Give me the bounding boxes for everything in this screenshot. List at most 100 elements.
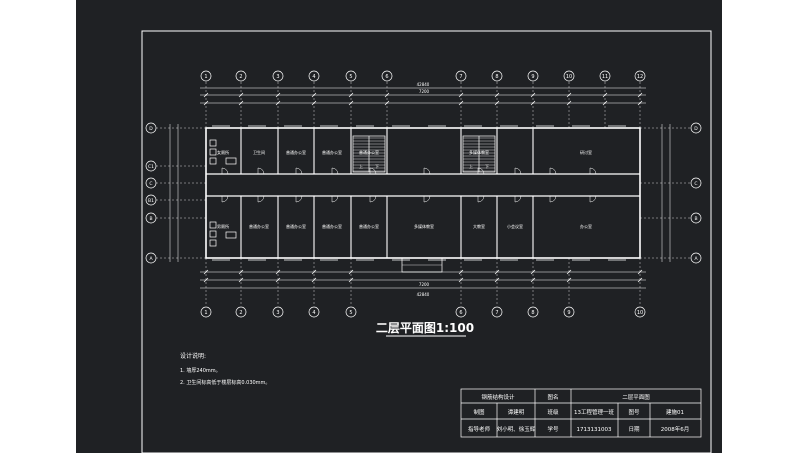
dim-tick-top — [238, 92, 244, 98]
dim-tick-bottom — [238, 269, 244, 275]
axis-bubble-top — [491, 70, 503, 82]
dim-tick-top — [566, 100, 572, 106]
door-swing-lower — [221, 195, 229, 203]
tb-r2-3: 班级 — [547, 408, 559, 416]
axis-bubble-top — [599, 70, 611, 82]
room-label-lower: 办公室 — [580, 223, 592, 229]
toilet-fixture — [209, 230, 217, 238]
tb-r2-2: 谭建明 — [508, 408, 525, 416]
axis-label-bottom: 10 — [637, 310, 643, 316]
dim-tick-bottom — [566, 269, 572, 275]
tb-r3-6: 2008年6月 — [661, 425, 690, 433]
axis-label-top: 11 — [602, 74, 608, 80]
stair-label-up: 上 — [469, 163, 473, 169]
axis-bubble-bottom — [634, 306, 646, 318]
axis-label-left: B — [149, 216, 152, 222]
door-swing-lower — [589, 195, 597, 203]
dim-tick-bottom — [238, 277, 244, 283]
note-1: 1. 墙厚240mm。 — [180, 367, 221, 374]
door-swing-upper — [331, 167, 339, 175]
axis-bubble-top — [200, 70, 212, 82]
dim-tick-top — [530, 100, 536, 106]
dim-tick-top — [384, 100, 390, 106]
dim-tick-bottom — [311, 269, 317, 275]
tb-r3-1: 指导老师 — [468, 425, 491, 433]
axis-label-left: C — [149, 181, 152, 187]
dim-tick-bottom — [348, 277, 354, 283]
tb-r2-4: 13工程管理一班 — [574, 408, 614, 416]
axis-label-top: 7 — [459, 74, 462, 80]
axis-bubble-top — [527, 70, 539, 82]
toilet-fixture — [209, 139, 217, 147]
axis-label-top: 4 — [312, 74, 315, 80]
axis-bubble-bottom — [491, 306, 503, 318]
tb-r3-4: 1713131003 — [577, 427, 612, 433]
axis-bubble-bottom — [563, 306, 575, 318]
dim-tick-bottom — [494, 269, 500, 275]
room-label-lower: 普通办公室 — [249, 223, 269, 229]
axis-bubble-right — [690, 122, 702, 134]
axis-bubble-bottom — [235, 306, 247, 318]
axis-label-left: A — [149, 256, 153, 262]
door-swing-upper — [221, 167, 229, 175]
door-swing-upper — [589, 167, 597, 175]
axis-bubble-right — [690, 252, 702, 264]
dim-tick-bottom — [494, 277, 500, 283]
axis-label-left: D — [149, 126, 153, 132]
axis-label-bottom: 1 — [204, 310, 207, 316]
dim-tick-bottom — [203, 269, 209, 275]
axis-label-left: C1 — [148, 164, 154, 170]
axis-label-top: 8 — [495, 74, 498, 80]
axis-bubble-top — [563, 70, 575, 82]
dim-tick-top — [275, 92, 281, 98]
dim-tick-bottom — [458, 277, 464, 283]
door-swing-lower — [257, 195, 265, 203]
toilet-fixture — [209, 148, 217, 156]
drawing-frame — [141, 30, 712, 453]
stair-label-down: 下 — [375, 164, 379, 169]
room-label-lower: 大教室 — [473, 223, 485, 229]
door-swing-lower — [423, 195, 431, 203]
door-swing-upper — [477, 167, 485, 175]
axis-label-top: 2 — [239, 74, 242, 80]
dim-tick-bottom — [275, 269, 281, 275]
dim-tick-bottom — [566, 277, 572, 283]
door-swing-lower — [369, 195, 377, 203]
axis-label-right: A — [694, 256, 698, 262]
room-label-upper: 多媒体教室 — [469, 149, 489, 155]
dim-tick-bottom — [637, 269, 643, 275]
axis-bubble-top — [455, 70, 467, 82]
stair-label-up: 上 — [359, 163, 363, 169]
dim-tick-top — [311, 100, 317, 106]
dim-tick-top — [311, 92, 317, 98]
dim-tick-bottom — [311, 277, 317, 283]
tb-name-label: 图名 — [547, 393, 558, 401]
dim-tick-top — [637, 92, 643, 98]
axis-bubble-bottom — [345, 306, 357, 318]
dim-tick-bottom — [458, 269, 464, 275]
dim-tick-top — [494, 92, 500, 98]
dim-tick-bottom — [348, 269, 354, 275]
axis-bubble-bottom — [308, 306, 320, 318]
dim-tick-top — [203, 100, 209, 106]
door-swing-upper — [423, 167, 431, 175]
room-label-upper: 女厕所 — [217, 149, 229, 155]
dim-tick-top — [238, 100, 244, 106]
axis-label-bottom: 7 — [495, 310, 498, 316]
axis-label-bottom: 2 — [239, 310, 242, 316]
overall-dim-bottom: 42840 — [417, 292, 430, 297]
axis-label-top: 1 — [204, 74, 207, 80]
axis-bubble-bottom — [455, 306, 467, 318]
room-label-lower: 普通办公室 — [359, 223, 379, 229]
axis-label-top: 3 — [276, 74, 279, 80]
dim-tick-bottom — [275, 277, 281, 283]
dim-tick-top — [494, 100, 500, 106]
drawing-background — [76, 0, 722, 453]
tb-project: 钢筋结构设计 — [481, 393, 515, 401]
room-label-lower: 多媒体教室 — [414, 223, 434, 229]
axis-label-right: B — [694, 216, 697, 222]
dim-tick-top — [275, 100, 281, 106]
axis-label-top: 6 — [385, 74, 388, 80]
door-swing-upper — [369, 167, 377, 175]
